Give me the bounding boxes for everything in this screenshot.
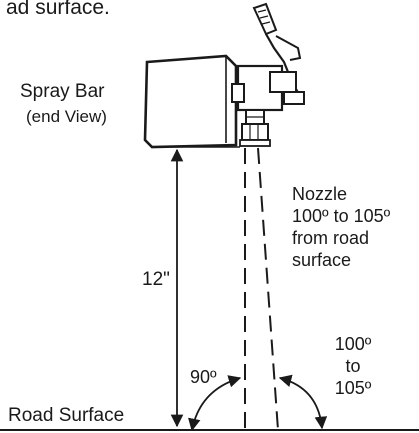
cropped-heading-text: ad surface. [6,0,110,19]
nozzle-label-line-1: Nozzle [292,184,348,204]
road-surface-label: Road Surface [8,405,125,426]
angle-right-line-1: 100º [334,334,372,354]
nozzle-label-line-4: surface [292,249,352,270]
angle-right-line-2: to [345,355,361,376]
angle-arc-right [278,374,328,430]
nozzle-angle-label: Nozzle 100º to 105º from road surface [292,184,390,272]
spray-bar-sublabel: (end View) [26,107,107,126]
spray-angle-line [257,147,279,431]
spray-bar-body [143,54,238,149]
height-label: 12" [142,269,170,290]
angle-90-label: 90º [190,367,217,387]
nozzle-assembly [231,2,305,147]
angle-right-line-3: 105º [334,377,372,398]
nozzle-label-line-2: 100º to 105º [292,205,391,226]
angle-100-105-label: 100º to 105º [329,334,377,400]
nozzle-label-line-3: from road [292,227,370,248]
height-dimension-line [170,146,240,428]
angle-arc-left [188,375,242,432]
spray-bar-label: Spray Bar [20,81,105,102]
